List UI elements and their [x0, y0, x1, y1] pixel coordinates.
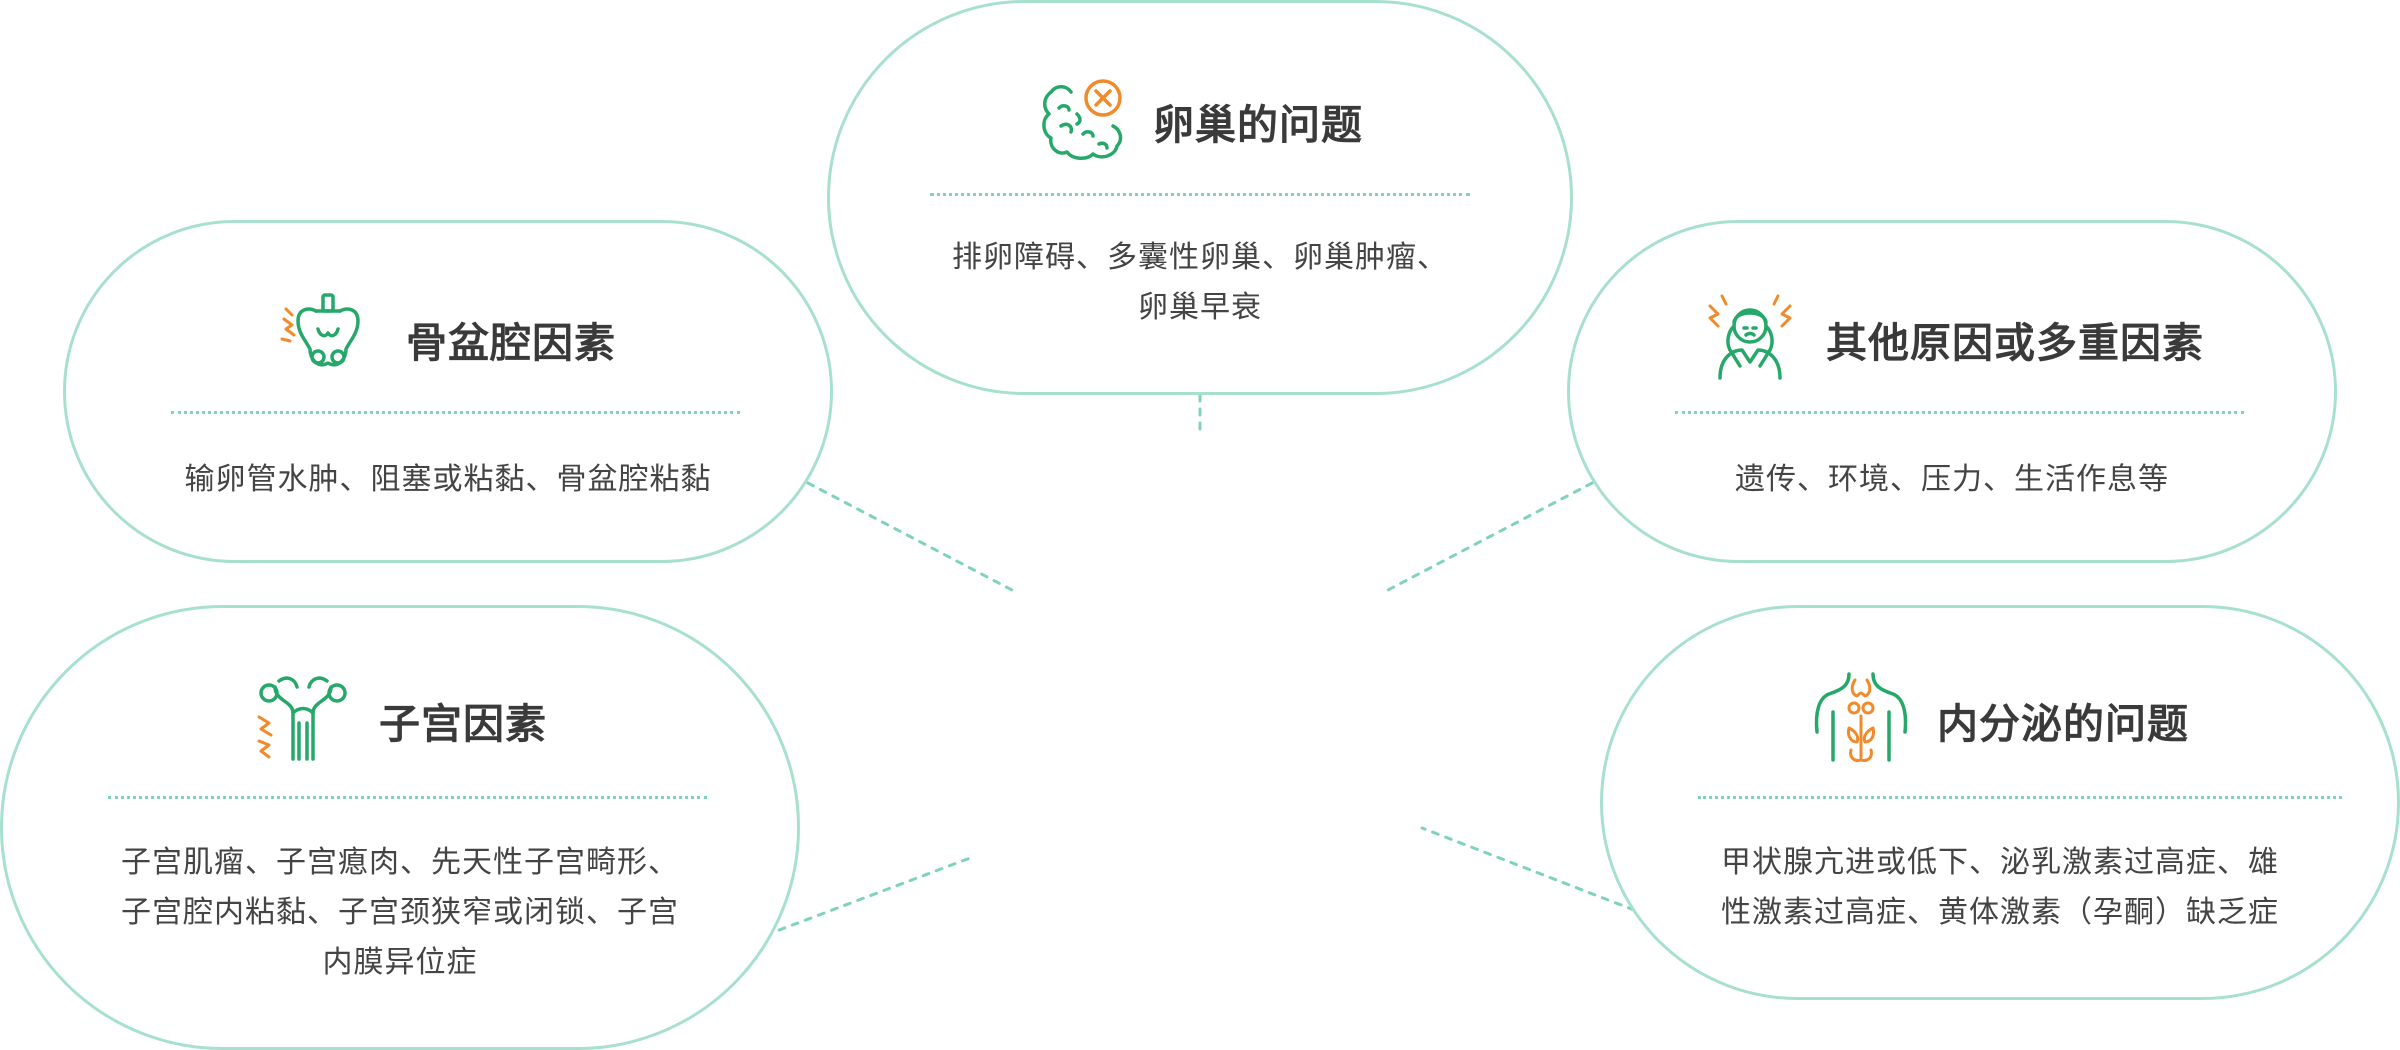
card-endocrine-header: 内分泌的问题: [1603, 670, 2397, 770]
card-other-description: 遗传、环境、压力、生活作息等: [1570, 455, 2334, 505]
card-uterus-desc-line: 内膜异位症: [322, 945, 478, 980]
card-endocrine-description: 甲状腺亢进或低下、泌乳激素过高症、雄 性激素过高症、黄体激素（孕酮）缺乏症: [1603, 838, 2397, 938]
card-ovary-desc-line: 排卵障碍、多囊性卵巢、卵巢肿瘤、: [952, 240, 1448, 275]
card-endocrine-desc-line: 性激素过高症、黄体激素（孕酮）缺乏症: [1721, 895, 2279, 930]
card-endocrine-desc-line: 甲状腺亢进或低下、泌乳激素过高症、雄: [1721, 845, 2279, 880]
card-ovary-desc-line: 卵巢早衰: [1138, 290, 1262, 325]
endocrine-gland-icon: [1811, 672, 1911, 768]
uterus-pain-icon: [253, 673, 353, 767]
card-ovary-description: 排卵障碍、多囊性卵巢、卵巢肿瘤、 卵巢早衰: [830, 233, 1570, 333]
card-other-divider: [1675, 411, 2244, 414]
card-ovary-header: 卵巢的问题: [830, 73, 1570, 169]
card-uterus-desc-line: 子宫肌瘤、子宫瘜肉、先天性子宫畸形、: [121, 845, 679, 880]
pelvis-pain-icon: [280, 293, 380, 385]
card-endocrine-divider: [1698, 796, 2342, 799]
card-uterus-title: 子宫因素: [379, 700, 547, 748]
card-uterus-divider: [108, 796, 707, 799]
card-pelvic-divider: [171, 411, 740, 414]
card-endocrine: 内分泌的问题 甲状腺亢进或低下、泌乳激素过高症、雄 性激素过高症、黄体激素（孕酮…: [1600, 605, 2400, 1000]
connector-other: [1386, 481, 1594, 592]
card-other: 其他原因或多重因素 遗传、环境、压力、生活作息等: [1567, 220, 2337, 563]
card-other-title: 其他原因或多重因素: [1826, 319, 2204, 367]
card-pelvic-desc-line: 输卵管水肿、阻塞或粘黏、骨盆腔粘黏: [184, 462, 712, 497]
card-other-desc-line: 遗传、环境、压力、生活作息等: [1735, 462, 2169, 497]
ovary-cyst-icon: [1037, 74, 1127, 168]
card-uterus-description: 子宫肌瘤、子宫瘜肉、先天性子宫畸形、 子宫腔内粘黏、子宫颈狭窄或闭锁、子宫 内膜…: [3, 838, 797, 988]
card-ovary: 卵巢的问题 排卵障碍、多囊性卵巢、卵巢肿瘤、 卵巢早衰: [827, 0, 1573, 395]
card-uterus-desc-line: 子宫腔内粘黏、子宫颈狭窄或闭锁、子宫: [121, 895, 679, 930]
card-pelvic-title: 骨盆腔因素: [406, 319, 616, 367]
card-pelvic-description: 输卵管水肿、阻塞或粘黏、骨盆腔粘黏: [66, 455, 830, 505]
card-uterus-header: 子宫因素: [3, 670, 797, 770]
card-ovary-title: 卵巢的问题: [1153, 101, 1363, 149]
card-ovary-divider: [930, 193, 1470, 196]
card-pelvic-header: 骨盆腔因素: [66, 291, 830, 387]
stressed-person-icon: [1700, 292, 1800, 386]
card-other-header: 其他原因或多重因素: [1570, 291, 2334, 387]
card-uterus: 子宫因素 子宫肌瘤、子宫瘜肉、先天性子宫畸形、 子宫腔内粘黏、子宫颈狭窄或闭锁、…: [0, 605, 800, 1050]
card-pelvic: 骨盆腔因素 输卵管水肿、阻塞或粘黏、骨盆腔粘黏: [63, 220, 833, 563]
card-endocrine-title: 内分泌的问题: [1937, 700, 2189, 748]
connector-pelvic: [806, 481, 1014, 592]
